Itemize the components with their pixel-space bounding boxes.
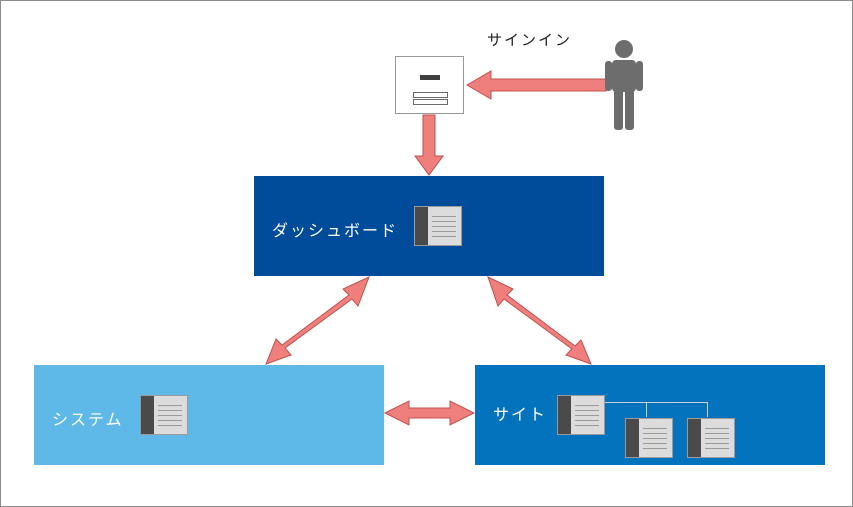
site-label: サイト	[493, 405, 548, 424]
arrow-dashboard-system	[265, 276, 370, 365]
login-form-icon	[395, 56, 464, 114]
login-form-title-bar	[420, 75, 440, 80]
login-form-field-2	[413, 99, 448, 105]
site-tree-connector-v1	[646, 402, 647, 417]
dashboard-page-icon	[414, 206, 462, 246]
dashboard-box: ダッシュボード	[254, 176, 604, 276]
site-box: サイト	[475, 365, 825, 465]
site-tree-connector-v2	[707, 402, 708, 417]
dashboard-label: ダッシュボード	[272, 221, 399, 240]
signin-label: サインイン	[487, 31, 573, 49]
site-page-icon-parent	[557, 395, 605, 435]
arrow-person-to-signin	[466, 70, 607, 100]
arrow-dashboard-site	[487, 276, 592, 365]
arrow-system-site	[383, 400, 476, 426]
site-tree-connector-h	[605, 402, 708, 403]
person-icon	[605, 40, 643, 130]
login-form-field-1	[413, 92, 448, 98]
site-page-icon-child-1	[625, 418, 673, 458]
system-box: システム	[34, 365, 384, 465]
site-page-icon-child-2	[687, 418, 735, 458]
arrow-signin-to-dashboard	[414, 114, 444, 176]
system-page-icon	[140, 395, 188, 435]
system-label: システム	[52, 410, 124, 429]
